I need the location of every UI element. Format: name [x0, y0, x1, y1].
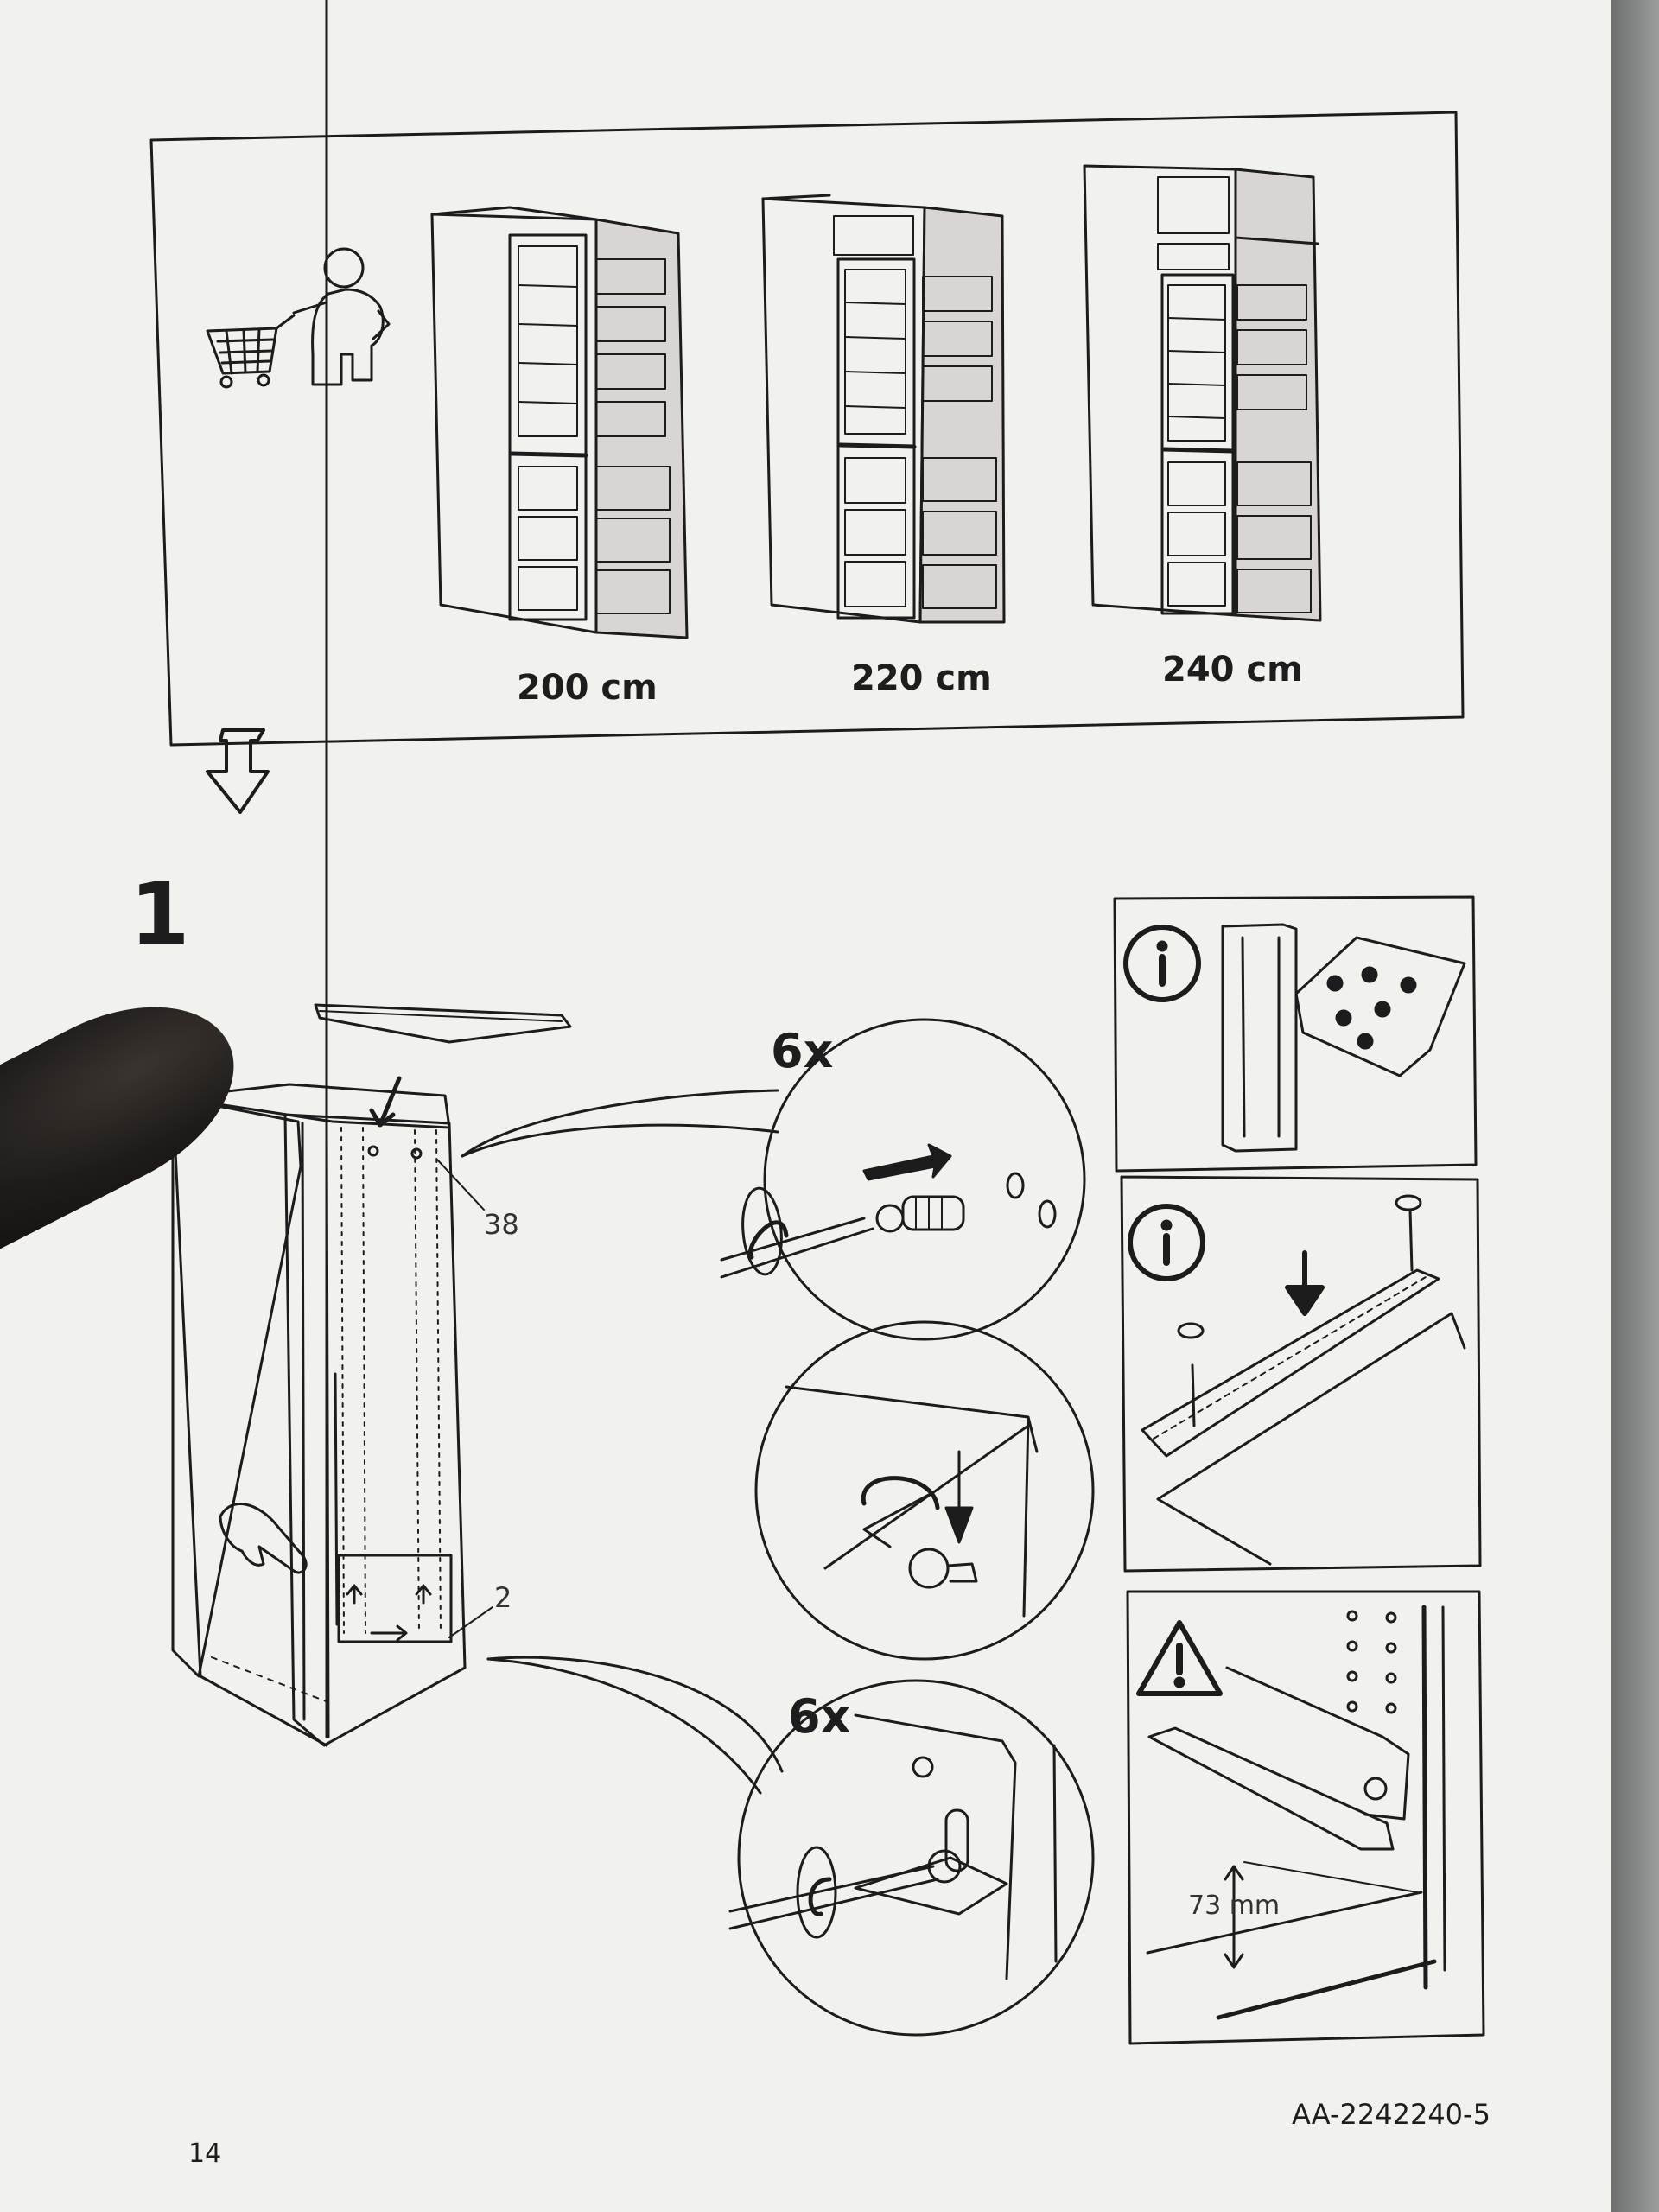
info-panel-hinge-strip — [1120, 1175, 1482, 1573]
detail-circle-fix-hinge — [728, 1679, 1095, 2037]
detail-circle-twist-screw — [754, 1320, 1095, 1661]
part-callout-2: 2 — [494, 1581, 512, 1614]
document-code: AA-2242240-5 — [1292, 2098, 1491, 2131]
hinge-height-measurement: 73 mm — [1188, 1891, 1281, 1921]
warning-icon — [1136, 1620, 1223, 1696]
step-number: 1 — [130, 864, 190, 965]
shelf-board — [314, 1003, 572, 1044]
info-icon — [1128, 1204, 1205, 1281]
fridge-cabinet-220 — [761, 194, 1006, 624]
down-arrow-icon — [206, 728, 270, 814]
height-options-panel — [149, 111, 1465, 814]
assembly-illustration — [149, 0, 1485, 2045]
shopping-cart-icon — [206, 314, 296, 389]
pointing-hand-icon — [219, 1503, 308, 1574]
part-callout-38: 38 — [484, 1208, 519, 1241]
height-label-240: 240 cm — [1162, 650, 1303, 690]
info-panel-parts-bag — [1113, 895, 1478, 1173]
fridge-cabinet-200 — [430, 206, 689, 639]
page-number: 14 — [188, 2139, 222, 2169]
tall-cabinet — [171, 0, 467, 1747]
info-icon — [1123, 925, 1201, 1002]
screen-bezel — [1611, 0, 1659, 2212]
detail-circle-insert-dowel — [720, 1018, 1086, 1341]
fridge-cabinet-240 — [1083, 164, 1322, 622]
warning-panel-hinge-height — [1126, 1590, 1485, 2045]
dowel-count-label: 6x — [771, 1024, 834, 1078]
person-icon — [292, 247, 391, 386]
height-label-200: 200 cm — [517, 668, 658, 708]
hinge-screw-count-label: 6x — [788, 1689, 851, 1744]
manual-page: 200 cm 220 cm 240 cm 1 6x 6x 38 2 73 mm … — [0, 0, 1611, 2212]
height-label-220: 220 cm — [851, 658, 992, 698]
